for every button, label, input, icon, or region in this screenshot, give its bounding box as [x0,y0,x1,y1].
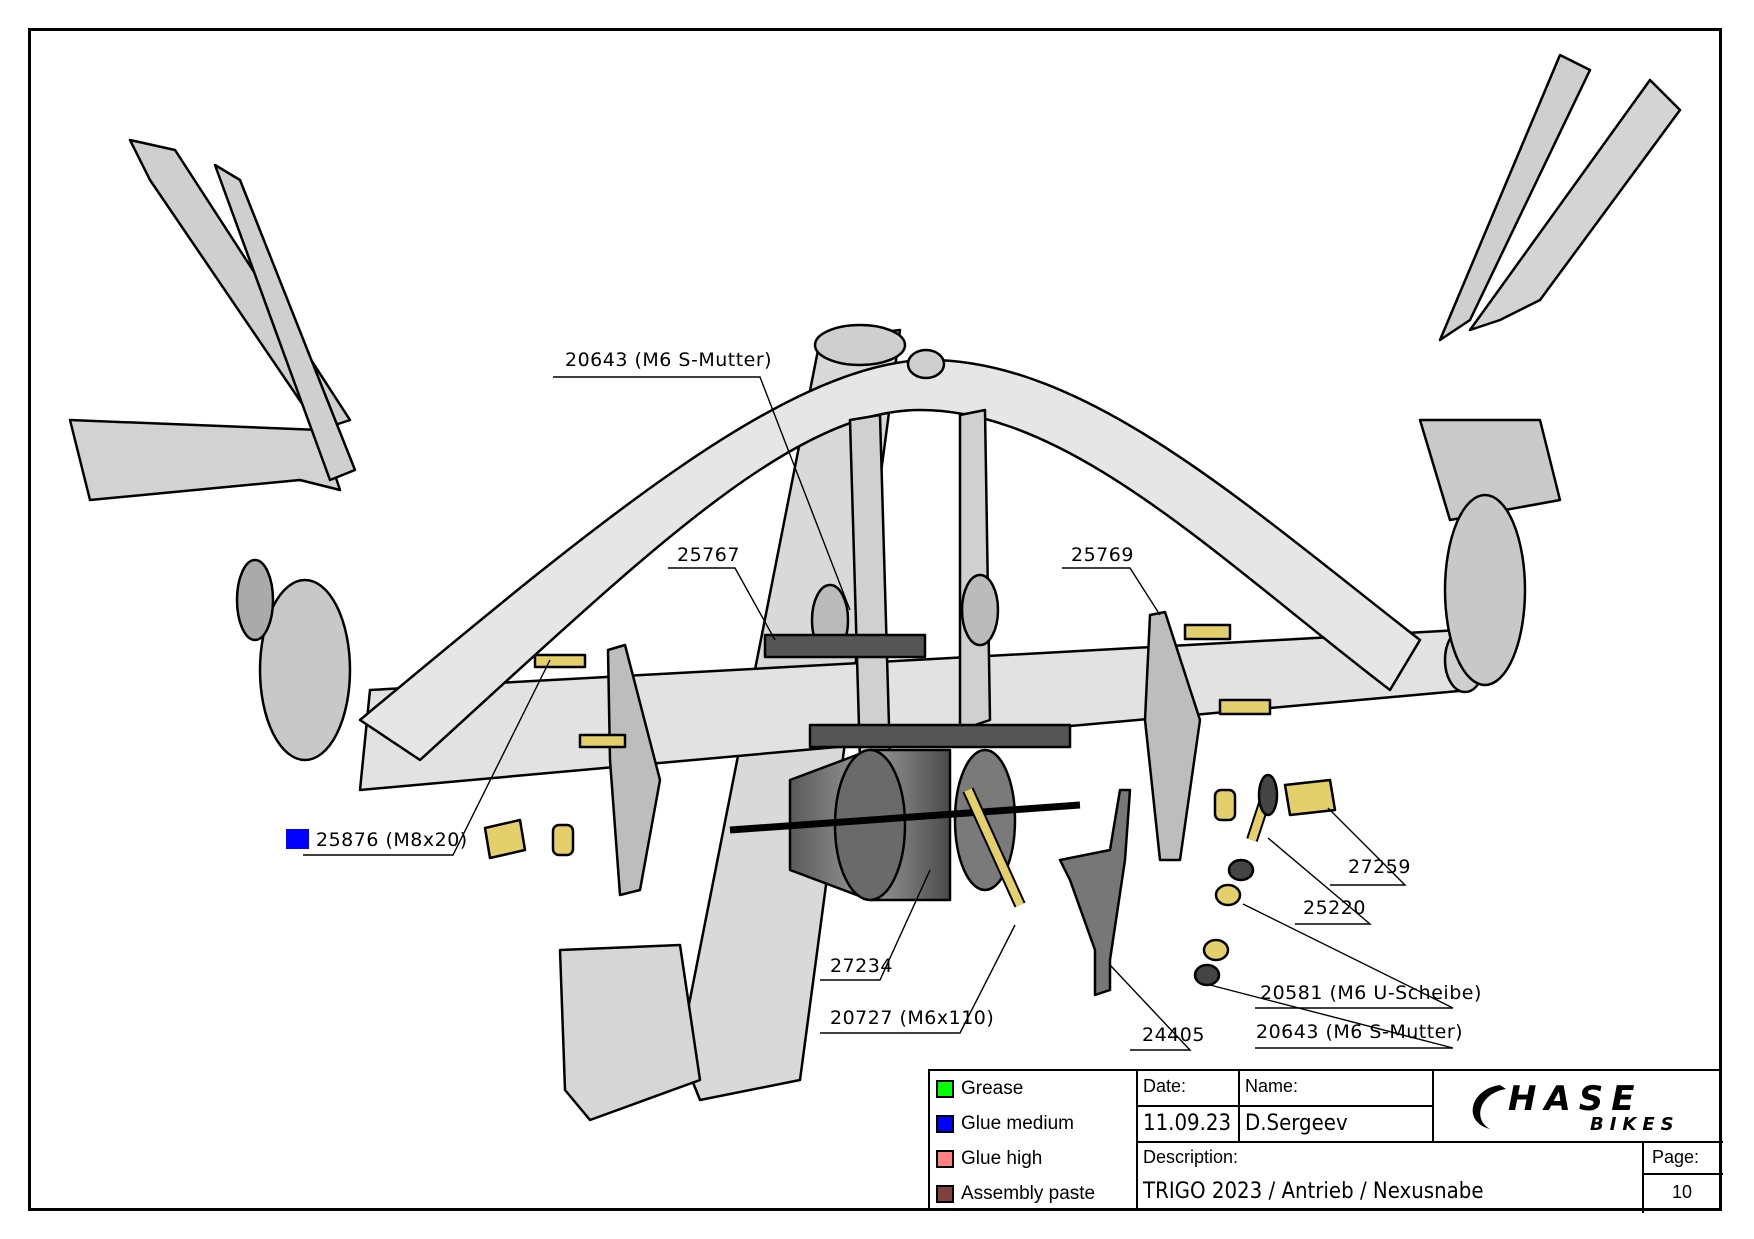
right-upper-lever [1438,53,1592,342]
legend-swatch [936,1150,954,1168]
legend-swatch [936,1080,954,1098]
legend-item-glue-medium: Glue medium [936,1111,1074,1137]
spacer-rod-lower [808,723,1072,749]
logo-main-text: HASE [1508,1079,1643,1119]
callout-25769: 25769 [1071,544,1134,566]
left-steering-arm [68,418,342,502]
callout-25220: 25220 [1303,897,1366,919]
callout-20581: 20581 (M6 U-Scheibe) [1260,982,1482,1004]
legend-label: Grease [961,1078,1024,1099]
legend: Grease Glue medium Glue high Assembly pa… [930,1071,1138,1211]
seat-tube-top [813,323,907,367]
callout-20727: 20727 (M6x110) [830,1007,995,1029]
description-value: TRIGO 2023 / Antrieb / Nexusnabe [1143,1179,1484,1204]
right-hub-knuckle [1443,493,1527,687]
axle-nut-left [483,818,527,860]
legend-label: Glue medium [961,1113,1074,1134]
callout-25767: 25767 [677,544,740,566]
right-caliper [1418,418,1562,522]
callout-27234: 27234 [830,955,893,977]
washer-left [551,823,575,857]
glue-medium-marker [286,829,309,849]
washer-20581 [1214,883,1242,907]
torque-plate-25769 [1143,610,1202,862]
callout-24405: 24405 [1142,1024,1205,1046]
legend-label: Assembly paste [961,1183,1096,1204]
callout-27259: 27259 [1348,856,1411,878]
page-number: 10 [1672,1182,1693,1202]
callout-25876: 25876 (M8x20) [316,829,468,851]
lower-lever [558,943,702,1122]
torque-plate-25767 [606,643,662,897]
legend-label: Glue high [961,1148,1043,1169]
bolt-25876 [533,653,587,669]
date-label: Date: [1143,1076,1187,1096]
callout-20643-lower: 20643 (M6 S-Mutter) [1256,1021,1464,1043]
logo-swoosh-icon [1472,1085,1506,1129]
axle-nut-27259 [1283,778,1337,817]
shift-lever-24405 [1058,788,1132,997]
legend-item-glue-high: Glue high [936,1146,1042,1172]
hase-bikes-logo: HASE BIKES [1460,1077,1710,1137]
name-label: Name: [1245,1076,1299,1096]
description-label: Description: [1143,1147,1239,1167]
logo-sub-text: BIKES [1590,1114,1680,1135]
title-block: Grease Glue medium Glue high Assembly pa… [928,1069,1723,1213]
date-value: 11.09.23 [1143,1111,1232,1136]
dropout-plate-right [958,408,992,732]
washer-right [1213,788,1237,822]
legend-swatch [936,1115,954,1133]
left-hub-knuckle [258,578,352,762]
name-value: D.Sergeev [1245,1111,1348,1136]
legend-swatch [936,1185,954,1203]
page-label: Page: [1652,1147,1700,1167]
nut-20643-upper [1227,858,1255,882]
spacer-rod-upper [763,633,927,659]
upper-curved-tube [358,358,1422,762]
legend-item-assembly-paste: Assembly paste [936,1181,1095,1207]
nut-20643-lower [1193,963,1221,987]
bolt-25769 [1183,623,1232,641]
callout-20643-upper: 20643 (M6 S-Mutter) [565,349,773,371]
hub-axle [729,801,1081,834]
legend-item-grease: Grease [936,1076,1023,1102]
drawing-frame [28,28,1722,1211]
